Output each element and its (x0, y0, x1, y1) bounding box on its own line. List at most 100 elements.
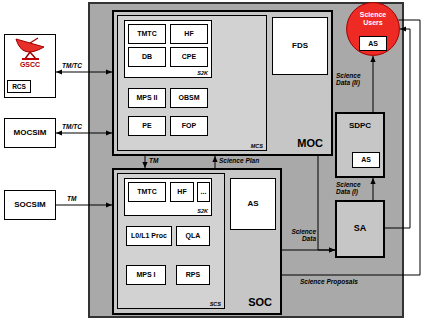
process-box: DB (128, 47, 166, 67)
antenna-base (22, 58, 39, 60)
node-label: Science Users (350, 11, 396, 26)
node-label: S2K (197, 208, 208, 214)
sa-box: SA (335, 200, 385, 258)
connector-label: TM (149, 157, 158, 164)
node-label: PE (142, 122, 151, 130)
node-label: MPS II (136, 94, 157, 102)
connector-label: Science Data (II) (336, 72, 371, 86)
connector-label: TM (67, 195, 76, 202)
connector (56, 69, 112, 74)
process-box: OBSM (170, 88, 208, 108)
users-circle: Science UsersAS (346, 2, 400, 56)
connector (142, 156, 147, 168)
simulator-box: MOCSIM (4, 118, 56, 148)
node-label: MOC (297, 137, 323, 149)
mcs-box: MCS S2K TMTC HF DB CPE MPS II OBSM PE FOP (117, 15, 267, 151)
process-box: HF (170, 24, 208, 44)
fds-box: FDS (272, 17, 328, 75)
arrow-head (56, 69, 62, 74)
node-label: MPS I (136, 271, 155, 279)
soc-box: SOC SCS S2K TMTC HF... L0/L1 Proc QLA MPS I RPS A… (112, 168, 282, 315)
simulator-box: SOCSIM (4, 190, 56, 220)
process-box: HF (170, 182, 194, 202)
node-label: AS (247, 200, 258, 209)
node-label: FDS (292, 42, 308, 51)
node-label: HF (184, 30, 193, 38)
connector (370, 56, 375, 112)
antenna-leg (25, 52, 30, 59)
process-box: RPS (176, 265, 210, 285)
connector-line (318, 156, 335, 250)
connector-line (385, 29, 410, 228)
node-label: TMTC (137, 188, 156, 196)
connector-label: Science Plan (219, 157, 259, 164)
node-label: FOP (182, 122, 196, 130)
node-label: L0/L1 Proc (131, 232, 167, 240)
process-box: TMTC (128, 182, 166, 202)
antenna-dish (16, 39, 44, 52)
arrow-head (56, 130, 62, 135)
scs-box: SCS S2K TMTC HF... L0/L1 Proc QLA MPS I RPS (117, 173, 225, 309)
connector-label: Science Data (I) (336, 181, 371, 195)
process-box: FOP (170, 116, 208, 136)
connector-label: TM/TC (62, 123, 82, 130)
node-label: S2K (197, 70, 208, 76)
antenna-icon (16, 38, 44, 60)
node-label: HF (177, 188, 186, 196)
arrow-head (370, 56, 375, 62)
node-label: QLA (186, 232, 201, 240)
node-label: AS (361, 156, 371, 164)
connector (370, 178, 375, 200)
moc-box: MOC MCS S2K TMTC HF DB CPE MPS II OBSM PE FOP FDS (112, 10, 333, 156)
process-box: QLA (176, 226, 210, 246)
arrow-head (212, 156, 217, 162)
connector-line (56, 205, 112, 206)
arrow-head (370, 178, 375, 184)
process-box: AS (352, 152, 380, 168)
process-box: MPS II (128, 88, 166, 108)
s2k-box: S2K TMTC HF... (124, 178, 212, 216)
node-label: RPS (186, 271, 200, 279)
process-box: CPE (170, 47, 208, 67)
node-label: GSCC (9, 61, 51, 69)
node-label: MCS (251, 143, 263, 149)
ground-station-box: GSCC RCS (4, 34, 56, 98)
antenna-leg (30, 52, 36, 59)
sdpc-box: SDPC AS (335, 112, 385, 178)
node-label: AS (368, 40, 378, 48)
process-box: MPS I (126, 265, 166, 285)
node-label: TMTC (137, 30, 156, 38)
antenna-feed (30, 38, 38, 43)
connector-line (56, 72, 112, 73)
connector-label: Science Data (285, 228, 316, 242)
circle-shape (347, 3, 400, 56)
process-box: AS (359, 36, 387, 51)
connector (56, 202, 112, 207)
process-box: PE (128, 116, 166, 136)
node-label: SCS (210, 301, 221, 307)
connector (318, 156, 335, 253)
node-label: OBSM (179, 94, 200, 102)
node-label: ... (201, 188, 207, 196)
node-label: SDPC (341, 122, 379, 131)
node-label: DB (142, 53, 152, 61)
connector-line (373, 56, 374, 112)
connector (212, 156, 217, 168)
rcs-box: RCS (7, 80, 31, 93)
connector (56, 130, 112, 135)
process-box: L0/L1 Proc (126, 226, 172, 246)
ground-segment-region (89, 3, 403, 317)
node-label: SOCSIM (14, 201, 46, 210)
node-label: CPE (182, 53, 196, 61)
connector-label: Science Proposals (300, 278, 358, 285)
process-box: TMTC (128, 24, 166, 44)
node-label: RCS (12, 83, 26, 90)
node-label: SA (354, 224, 367, 234)
process-box: ... (197, 182, 210, 202)
connector-line (56, 133, 112, 134)
node-label: SOC (248, 296, 272, 308)
arrow-head (400, 26, 406, 31)
s2k-box: S2K TMTC HF DB CPE (124, 20, 212, 78)
node-label: MOCSIM (14, 129, 47, 138)
